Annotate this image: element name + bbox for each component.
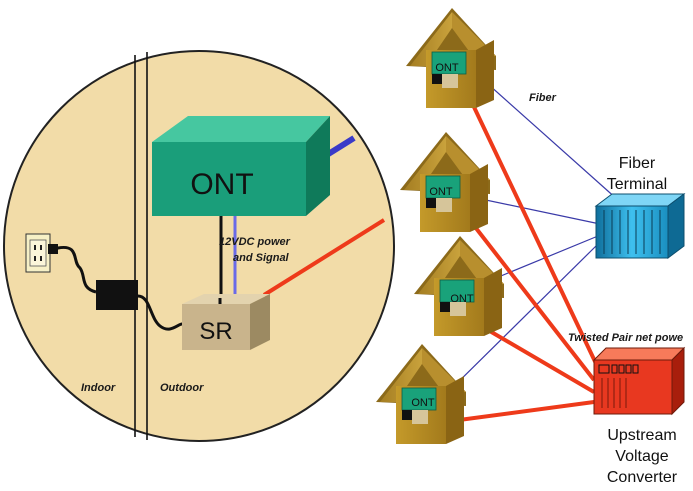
- twisted-pair-label: Twisted Pair net powe: [568, 332, 683, 344]
- wall-outlet: [25, 233, 51, 273]
- power-adapter: [96, 280, 138, 310]
- house-4: [375, 343, 467, 445]
- power-signal-label-1: 12VDC power: [219, 236, 291, 248]
- indoor-label: Indoor: [81, 382, 116, 394]
- house-2: [399, 131, 491, 233]
- house-3: [413, 235, 505, 337]
- power-signal-label-2: and Signal: [233, 252, 290, 264]
- fiber-terminal-label-2: Terminal: [607, 176, 667, 193]
- house-1-ont: ONT: [435, 62, 459, 74]
- house-4-ont: ONT: [411, 397, 435, 409]
- plug: [48, 244, 58, 254]
- adapter-cable: [137, 294, 183, 331]
- converter-label-2: Voltage: [615, 448, 668, 465]
- sr-box: [182, 294, 270, 350]
- fiber-label: Fiber: [529, 92, 557, 104]
- converter-label-3: Converter: [607, 469, 678, 486]
- outdoor-label: Outdoor: [160, 382, 204, 394]
- sr-label: SR: [199, 318, 232, 345]
- house-1: [405, 7, 497, 109]
- power-cord: [49, 245, 97, 294]
- ont-box: [152, 116, 330, 216]
- copper-lines: [262, 85, 602, 424]
- house-3-ont: ONT: [450, 293, 474, 305]
- house-2-ont: ONT: [429, 186, 453, 198]
- voltage-converter: [592, 346, 686, 416]
- converter-label-1: Upstream: [607, 427, 676, 444]
- ont-box-label: ONT: [190, 168, 253, 201]
- fiber-terminal-label-1: Fiber: [619, 155, 656, 172]
- fiber-terminal: [594, 193, 686, 259]
